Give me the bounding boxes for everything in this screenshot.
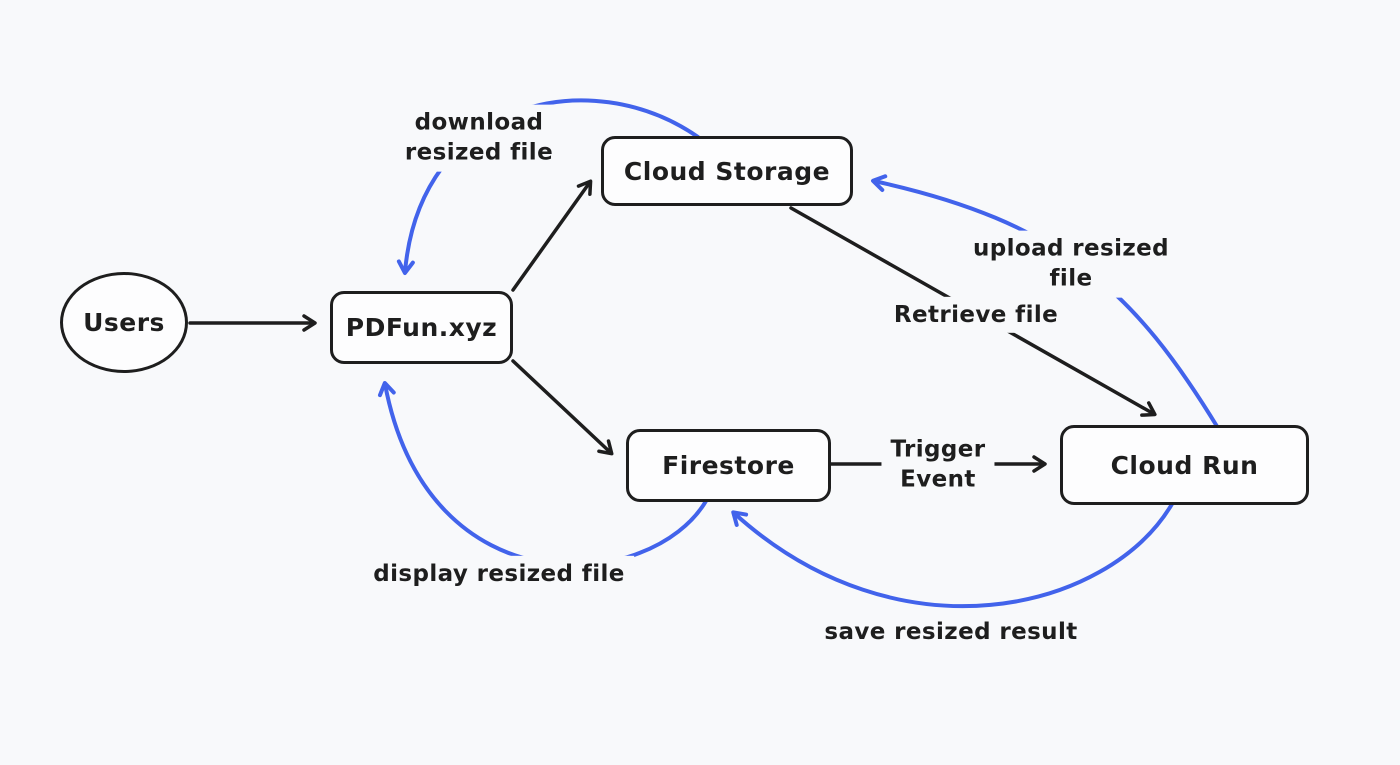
arrow-cloudrun-to-firestore-save-resized-result <box>731 502 1174 609</box>
node-cloud-storage: Cloud Storage <box>601 136 853 206</box>
edge-label-display-resized-file: display resized file <box>364 555 634 593</box>
node-pdfun-xyz: PDFun.xyz <box>330 291 513 364</box>
edge-label-save-resized-result: save resized result <box>815 613 1087 651</box>
node-firestore: Firestore <box>626 429 831 502</box>
arrow-pdfun-to-firestore <box>511 359 614 456</box>
node-cloud-storage-label: Cloud Storage <box>623 156 831 186</box>
node-firestore-label: Firestore <box>662 451 795 480</box>
node-cloud-run-label: Cloud Run <box>1110 450 1259 480</box>
edge-label-trigger-event: Trigger Event <box>881 431 995 499</box>
node-users-label: Users <box>83 308 165 337</box>
node-pdfun-xyz-label: PDFun.xyz <box>345 313 498 342</box>
node-users: Users <box>60 272 188 373</box>
edge-label-download-resized-file: download resized file <box>395 104 563 172</box>
node-cloud-run: Cloud Run <box>1060 425 1309 505</box>
arrow-pdfun-to-cloudstorage <box>511 179 593 292</box>
edge-label-upload-resized-file: upload resized file <box>963 230 1179 298</box>
edge-label-retrieve-file: Retrieve file <box>884 296 1068 334</box>
